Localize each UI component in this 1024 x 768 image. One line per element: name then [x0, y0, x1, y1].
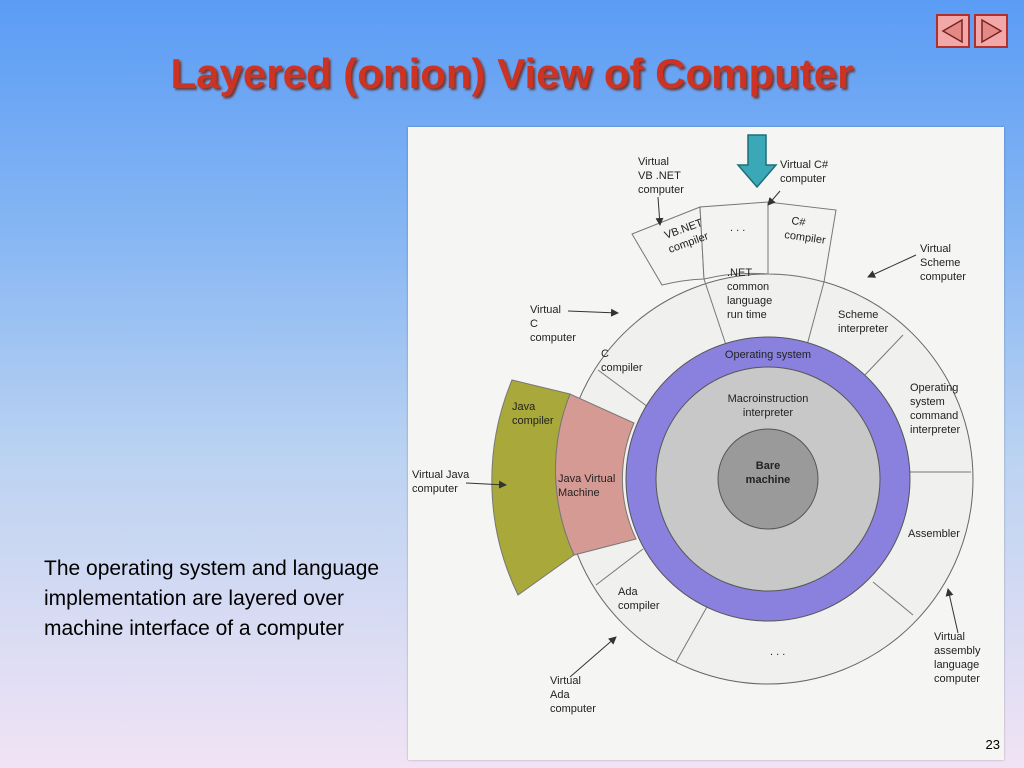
dots-top-label: . . .: [730, 222, 745, 234]
core-label-1: Bare: [756, 460, 780, 472]
arrow-scheme: [867, 254, 917, 278]
arrow-assembly: [945, 588, 959, 634]
slide-caption: The operating system and language implem…: [44, 557, 380, 640]
os-cmd-label-2: system: [910, 396, 945, 408]
slide-navigation: [936, 14, 1008, 48]
virtual-java-label-1: Virtual Java: [412, 469, 470, 481]
highlight-down-arrow-icon: [736, 134, 778, 189]
dotnet-label-2: common: [727, 281, 769, 293]
ada-label-1: Ada: [618, 586, 638, 598]
os-cmd-label-1: Operating: [910, 382, 958, 394]
dotnet-label-1: .NET: [727, 267, 752, 279]
core-label-2: machine: [746, 474, 791, 486]
arrow-c: [567, 308, 619, 317]
virtual-ada-label-3: computer: [550, 703, 596, 715]
previous-slide-button[interactable]: [936, 14, 970, 48]
virtual-scheme-label-1: Virtual: [920, 243, 951, 255]
arrow-csharp: [767, 190, 781, 206]
scheme-label-1: Scheme: [838, 309, 878, 321]
java-compiler-label-1: Java: [512, 401, 536, 413]
triangle-right-icon: [981, 18, 1003, 44]
macro-label-1: Macroinstruction: [728, 393, 809, 405]
triangle-left-icon: [941, 18, 963, 44]
onion-diagram: Bare machine Macroinstruction interprete…: [412, 134, 981, 715]
dots-bottom-label: . . .: [770, 646, 785, 658]
virtual-assembly-label-3: language: [934, 659, 979, 671]
os-cmd-label-4: interpreter: [910, 424, 960, 436]
virtual-java-label-2: computer: [412, 483, 458, 495]
virtual-ada-label-2: Ada: [550, 689, 570, 701]
virtual-csharp-label-1: Virtual C#: [780, 159, 829, 171]
page-number: 23: [985, 737, 1000, 752]
scheme-label-2: interpreter: [838, 323, 888, 335]
jvm-label-1: Java Virtual: [558, 473, 615, 485]
macro-label-2: interpreter: [743, 407, 793, 419]
os-cmd-label-3: command: [910, 410, 958, 422]
virtual-vbnet-label-2: VB .NET: [638, 170, 681, 182]
next-slide-button[interactable]: [974, 14, 1008, 48]
c-compiler-label-2: compiler: [601, 362, 643, 374]
virtual-ada-label-1: Virtual: [550, 675, 581, 687]
virtual-c-label-3: computer: [530, 332, 576, 344]
virtual-assembly-label-4: computer: [934, 673, 980, 685]
onion-diagram-panel: Bare machine Macroinstruction interprete…: [408, 127, 1004, 760]
java-compiler-segment: [491, 379, 575, 596]
jvm-label-2: Machine: [558, 487, 600, 499]
virtual-assembly-label-2: assembly: [934, 645, 981, 657]
dotnet-label-3: language: [727, 295, 772, 307]
arrow-vbnet: [655, 196, 664, 226]
pointer-arrows: [465, 190, 959, 678]
virtual-vbnet-label-3: computer: [638, 184, 684, 196]
virtual-c-label-1: Virtual: [530, 304, 561, 316]
csharp-segment: [767, 201, 837, 283]
virtual-vbnet-label-1: Virtual: [638, 156, 669, 168]
arrow-ada: [569, 636, 617, 678]
assembler-label: Assembler: [908, 528, 960, 540]
ring-dividers: [595, 278, 971, 663]
dotnet-label-4: run time: [727, 309, 767, 321]
virtual-csharp-label-2: computer: [780, 173, 826, 185]
slide-title: Layered (onion) View of Computer: [170, 50, 854, 97]
c-compiler-label-1: C: [601, 348, 609, 360]
csharp-compiler-label-1: C#: [791, 215, 807, 229]
bare-machine-core: [717, 428, 819, 530]
ada-label-2: compiler: [618, 600, 660, 612]
os-label: Operating system: [725, 349, 811, 361]
virtual-c-label-2: C: [530, 318, 538, 330]
virtual-assembly-label-1: Virtual: [934, 631, 965, 643]
arrow-java: [465, 480, 507, 489]
java-compiler-label-2: compiler: [512, 415, 554, 427]
virtual-scheme-label-3: computer: [920, 271, 966, 283]
virtual-scheme-label-2: Scheme: [920, 257, 960, 269]
csharp-compiler-label-2: compiler: [784, 229, 827, 247]
